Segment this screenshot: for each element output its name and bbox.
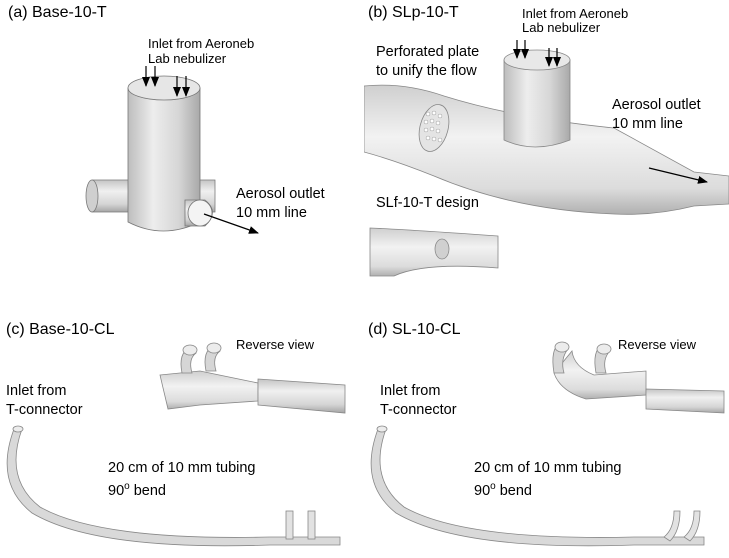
reverse-view-label: Reverse view — [236, 337, 315, 352]
inlet-label-line2: T-connector — [6, 402, 83, 418]
panel-b: (b) SLp-10-T Inlet from Aeroneb Lab nebu… — [364, 0, 729, 279]
panel-title: (d) SL-10-CL — [368, 321, 461, 338]
slf-10-t-inset-model — [369, 227, 499, 277]
panel-c: (c) Base-10-CL Reverse view Inlet from T… — [0, 279, 364, 558]
tubing-label-line2: 90o bend — [474, 481, 532, 499]
outlet-arrow — [648, 167, 708, 184]
base-10-t-model — [85, 66, 259, 234]
outlet-label-line2: 10 mm line — [612, 116, 683, 132]
panel-title: (b) SLp-10-T — [368, 4, 459, 21]
inlet-label-line1: Inlet from — [6, 383, 67, 399]
tubing-label-line2: 90o bend — [108, 481, 166, 499]
slp-10-t-model — [364, 40, 729, 279]
sl-10-cl-model — [370, 341, 725, 547]
inlet-label-line1: Inlet from Aeroneb — [148, 36, 255, 51]
inset-label: SLf-10-T design — [376, 195, 479, 211]
inlet-label-line2: T-connector — [380, 402, 457, 418]
tubing-label-line1: 20 cm of 10 mm tubing — [108, 460, 256, 476]
plate-label-line2: to unify the flow — [376, 63, 477, 79]
panel-title: (a) Base-10-T — [8, 4, 107, 21]
base-10-cl-model — [6, 342, 346, 547]
inlet-label-line2: Lab nebulizer — [148, 51, 227, 66]
outlet-label-line1: Aerosol outlet — [612, 97, 701, 113]
tubing-label-line1: 20 cm of 10 mm tubing — [474, 460, 622, 476]
inlet-label-line2: Lab nebulizer — [522, 20, 601, 35]
inlet-label-line1: Inlet from — [380, 383, 441, 399]
panel-title: (c) Base-10-CL — [6, 321, 115, 338]
outlet-label-line2: 10 mm line — [236, 205, 307, 221]
reverse-view-label: Reverse view — [618, 337, 697, 352]
curved-tubing — [370, 428, 705, 547]
panel-a: (a) Base-10-T Inlet from Aeroneb Lab neb… — [0, 0, 364, 279]
panel-d: (d) SL-10-CL Reverse view Inlet from T-c… — [364, 279, 729, 558]
plate-label-line1: Perforated plate — [376, 44, 480, 60]
inlet-label-line1: Inlet from Aeroneb — [522, 6, 629, 21]
outlet-label-line1: Aerosol outlet — [236, 186, 325, 202]
curved-tubing — [6, 428, 341, 547]
outlet-arrow — [203, 213, 259, 234]
